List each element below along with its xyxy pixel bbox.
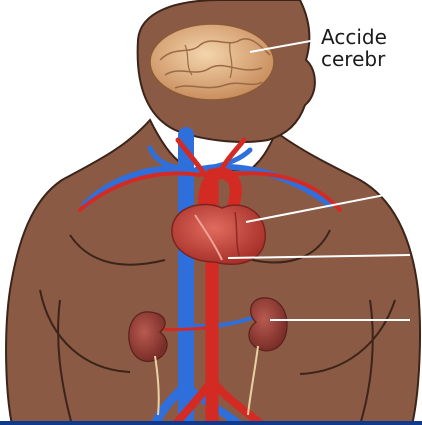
brain-label-line-2: cerebr bbox=[321, 48, 387, 70]
brain-icon bbox=[150, 24, 274, 100]
brain-label: Accide cerebr bbox=[321, 26, 387, 70]
brain-label-line-1: Accide bbox=[321, 26, 387, 48]
heart-icon bbox=[172, 204, 265, 264]
bottom-bar bbox=[0, 421, 422, 425]
